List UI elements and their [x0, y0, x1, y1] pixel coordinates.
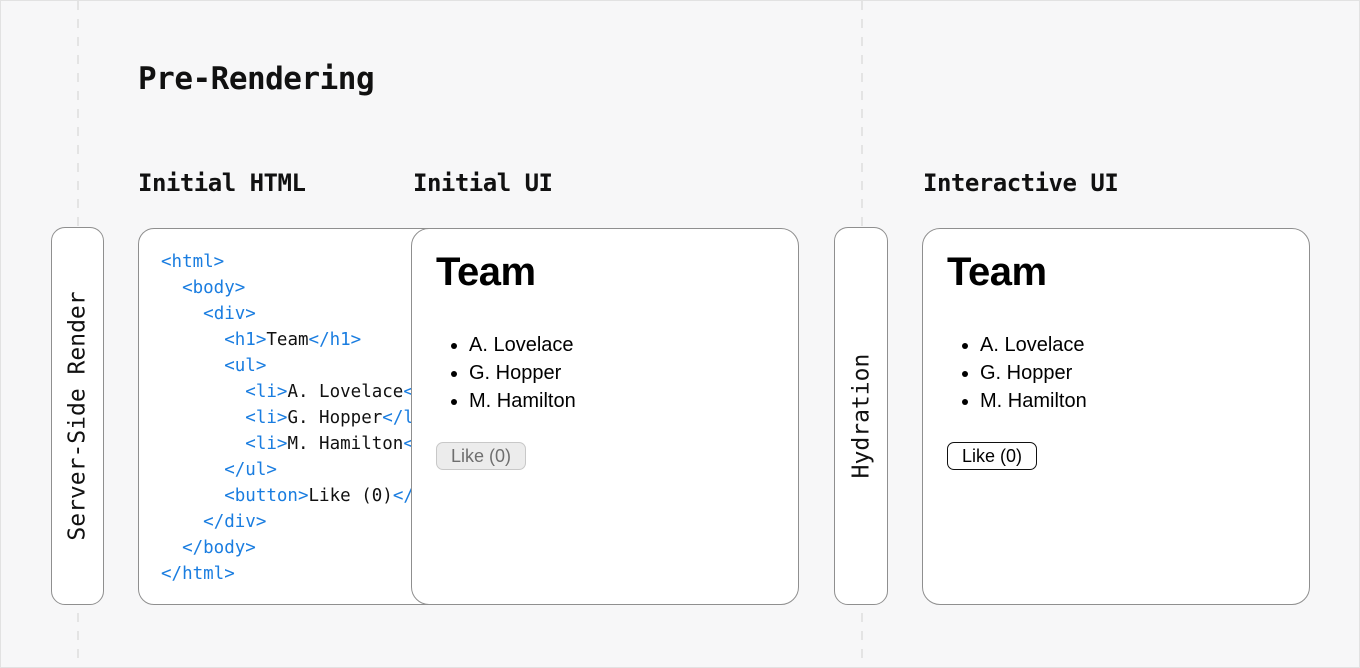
label-interactive-ui: Interactive UI [923, 169, 1119, 197]
team-heading: Team [947, 250, 1047, 294]
step-box-hydration: Hydration [834, 227, 888, 605]
team-heading: Team [436, 250, 536, 294]
server-side-render-label: Server-Side Render [64, 291, 91, 541]
like-button-disabled: Like (0) [436, 442, 527, 470]
team-member: A. Lovelace [980, 331, 1285, 359]
initial-ui-panel: Team A. LovelaceG. HopperM. Hamilton Lik… [411, 228, 799, 605]
team-member: M. Hamilton [980, 387, 1285, 415]
team-member: M. Hamilton [469, 387, 774, 415]
team-member: A. Lovelace [469, 331, 774, 359]
step-box-server-side-render: Server-Side Render [51, 227, 104, 605]
label-initial-ui: Initial UI [413, 169, 553, 197]
hydration-label: Hydration [848, 353, 874, 479]
interactive-ui-panel: Team A. LovelaceG. HopperM. Hamilton Lik… [922, 228, 1310, 605]
label-initial-html: Initial HTML [138, 169, 306, 197]
team-member: G. Hopper [469, 359, 774, 387]
team-list: A. LovelaceG. HopperM. Hamilton [947, 331, 1285, 415]
team-list: A. LovelaceG. HopperM. Hamilton [436, 331, 774, 415]
team-member: G. Hopper [980, 359, 1285, 387]
like-button[interactable]: Like (0) [947, 442, 1038, 470]
page-title: Pre-Rendering [138, 61, 375, 97]
